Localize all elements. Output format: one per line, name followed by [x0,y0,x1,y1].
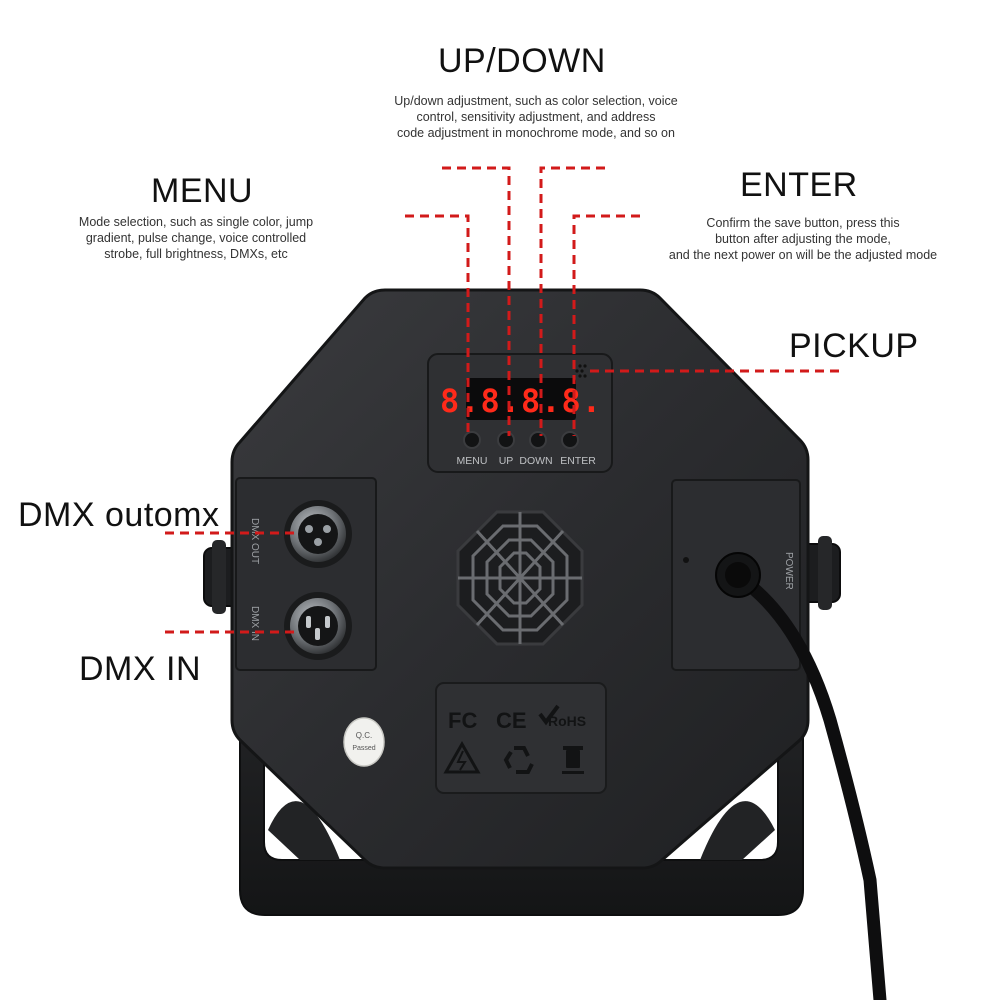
pickup-mic [575,364,587,378]
certification-panel [435,682,607,794]
led-display-readout: 8.8.8.8. [440,382,602,420]
callout-line-up [442,166,511,436]
updown-desc-line: Up/down adjustment, such as color select… [394,94,678,108]
enter-description: Confirm the save button, press this butt… [644,215,962,263]
qc-sticker-line1: Q.C. [356,731,372,740]
enter-title: ENTER [740,166,858,204]
enter-desc-line: and the next power on will be the adjust… [668,248,938,262]
power-cable [715,552,887,1000]
menu-desc-line: Mode selection, such as single color, ju… [78,215,314,229]
recycle-icon [503,746,534,774]
menu-title: MENU [151,172,254,210]
qc-sticker-line2: Passed [352,745,375,752]
updown-description: Up/down adjustment, such as color select… [364,93,708,141]
fan-vent [456,510,584,646]
checkmark-icon [538,704,560,726]
weee-bin-icon [562,746,584,774]
menu-button[interactable] [463,431,481,449]
callout-line-down [539,166,605,436]
enter-desc-line: Confirm the save button, press this [706,216,900,230]
dmx-in-port-label: DMX IN [249,606,260,641]
warning-triangle-icon [443,740,481,774]
qc-passed-sticker: Q.C. Passed [343,717,385,767]
enter-button-label: ENTER [560,455,596,467]
ce-mark: CE [496,708,527,733]
down-button-label: DOWN [519,455,552,467]
menu-desc-line: strobe, full brightness, DMXs, etc [104,247,288,261]
callout-line-enter [572,214,640,436]
updown-desc-line: control, sensitivity adjustment, and add… [416,110,656,124]
enter-button[interactable] [561,431,579,449]
down-button[interactable] [529,431,547,449]
dmx-out-connector[interactable] [284,500,352,568]
menu-description: Mode selection, such as single color, ju… [60,214,332,262]
dmx-out-port-label: DMX OUT [249,518,260,564]
panel-screw [683,557,689,563]
dmx-in-title: DMX IN [79,650,201,688]
enter-desc-line: button after adjusting the mode, [715,232,891,246]
callout-lines [165,166,840,634]
dmx-out-title: DMX outomx [18,496,220,534]
pickup-title: PICKUP [789,327,919,365]
menu-desc-line: gradient, pulse change, voice controlled [85,231,307,245]
updown-desc-line: code adjustment in monochrome mode, and … [397,126,675,140]
power-port-label: POWER [783,552,794,590]
dmx-in-connector[interactable] [284,592,352,660]
menu-button-label: MENU [457,455,488,467]
updown-title: UP/DOWN [438,42,606,80]
stand-bracket [239,559,804,916]
up-button-label: UP [499,455,514,467]
fc-mark: FC [448,708,477,733]
right-knob [799,536,841,610]
led-display [466,378,576,420]
up-button[interactable] [497,431,515,449]
rohs-mark: RoHS [548,713,586,729]
callout-line-menu [405,214,470,436]
